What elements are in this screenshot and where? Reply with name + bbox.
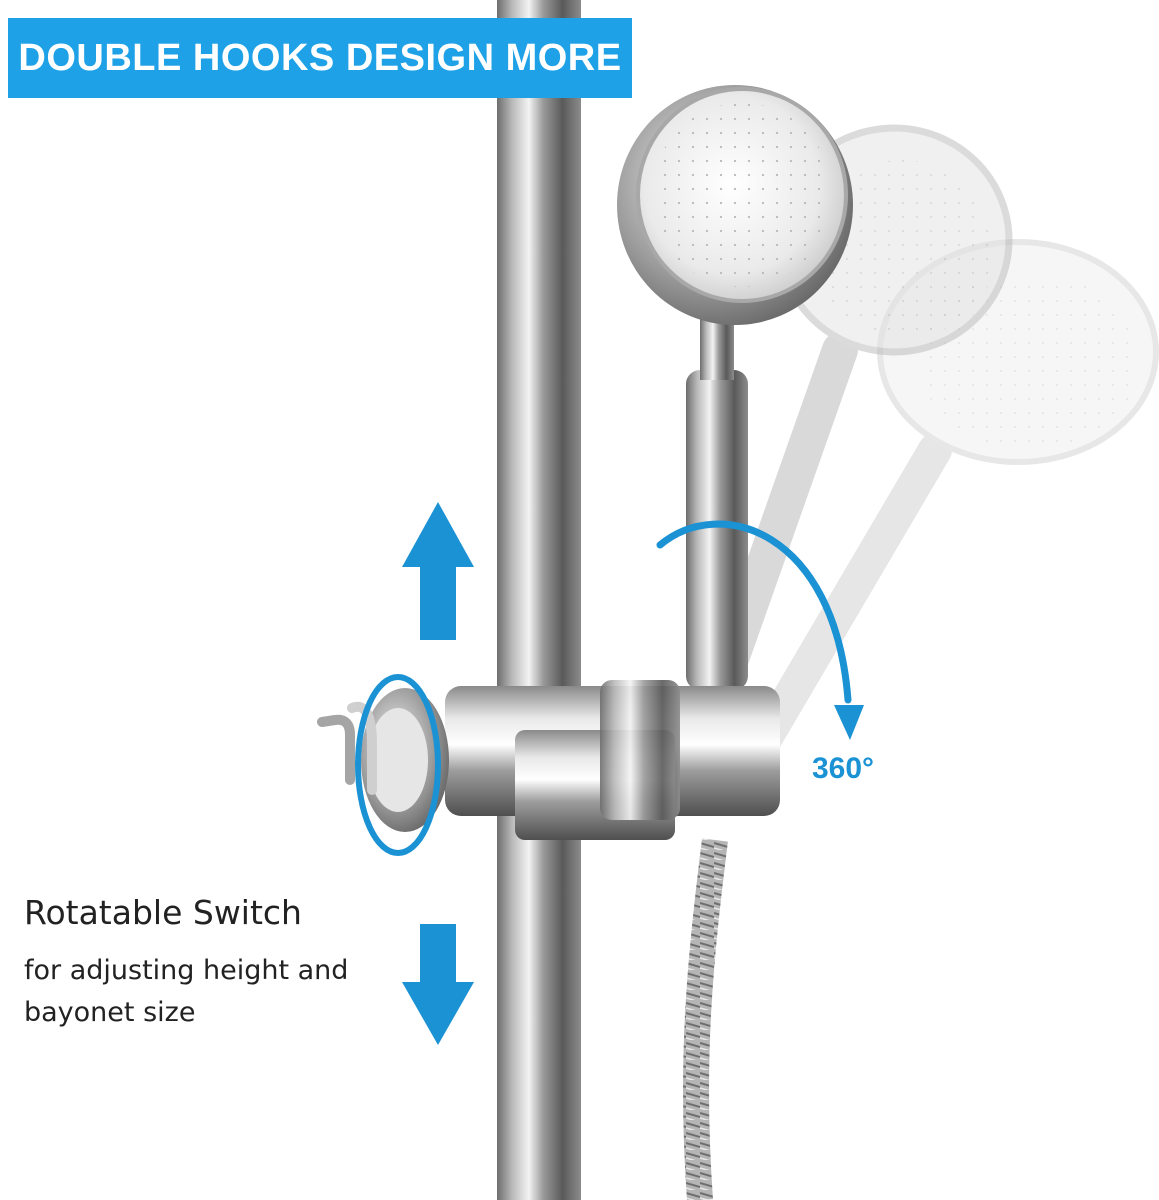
arrow-up-icon [402, 502, 474, 640]
hook-left [317, 714, 355, 785]
banner-title: DOUBLE HOOKS DESIGN MORE [18, 36, 622, 79]
rotation-arc-icon [656, 520, 864, 740]
hook-right [347, 701, 377, 795]
caption-title: Rotatable Switch [24, 893, 302, 932]
shower-handle [686, 370, 748, 690]
holder-bracket [361, 680, 780, 840]
switch-rotation-ring [355, 674, 441, 856]
shower-hose [682, 838, 728, 1200]
arrow-down-icon [402, 924, 474, 1045]
shower-head [617, 85, 853, 325]
slide-bar [497, 0, 581, 1200]
rotation-degree-label: 360° [812, 752, 875, 785]
feature-banner: DOUBLE HOOKS DESIGN MORE [8, 18, 632, 98]
caption-body: for adjusting height and bayonet size [24, 955, 349, 1028]
